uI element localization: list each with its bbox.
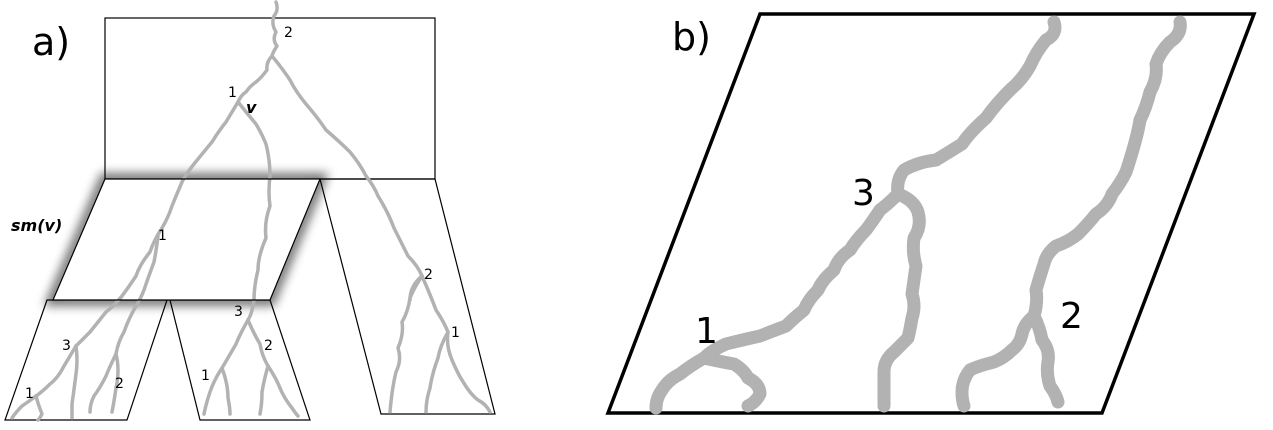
node-v-label: v	[246, 98, 257, 117]
label-b-2: 2	[1060, 296, 1083, 337]
sm-branch-1	[74, 100, 240, 348]
bm-branch-1	[202, 318, 250, 416]
label-b-1: 1	[695, 311, 718, 352]
panel-a-label: a)	[32, 20, 70, 64]
right-sub-branch-2	[420, 274, 492, 414]
b-branch-right	[1027, 15, 1187, 323]
right-sub-branch-1	[388, 274, 424, 414]
b-branch-right-sub2	[1027, 309, 1065, 409]
bl-branch-3	[88, 304, 138, 414]
panel-b-label: b)	[672, 15, 711, 59]
bm-branch-2	[246, 318, 300, 418]
label-sm-1: 1	[158, 228, 167, 244]
b-branch-hook	[697, 351, 767, 413]
right-sub-branch-3	[424, 330, 450, 414]
tree-branch-to-v	[236, 54, 274, 104]
b-branch-main	[649, 15, 1062, 415]
label-b-3: 3	[852, 173, 875, 214]
bl-branch-4	[70, 344, 79, 420]
label-mid-3: 3	[234, 304, 243, 320]
label-mid-2: 2	[264, 338, 273, 354]
panel-a-tree	[10, 0, 492, 422]
right-sub-branch-4	[408, 274, 424, 302]
submodule-fill	[53, 179, 320, 300]
submodule-label: sm(v)	[11, 216, 62, 235]
b-branch-middle	[877, 187, 926, 413]
label-right-2: 2	[424, 267, 433, 283]
label-top-1: 1	[228, 85, 237, 101]
label-right-1: 1	[451, 325, 460, 341]
zoomed-submodule-box	[605, 12, 1257, 415]
bm-branch-4	[220, 366, 232, 416]
tree-trunk	[270, 0, 279, 58]
bl-branch-2	[34, 394, 44, 422]
sm-branch-2	[236, 100, 272, 322]
label-top-2: 2	[284, 25, 293, 41]
panel-a: a)	[4, 0, 496, 422]
panel-b: b) 3 1 2	[605, 12, 1257, 415]
submodule-box	[52, 178, 321, 301]
right-module-box	[319, 178, 496, 415]
tree-branch-right	[270, 54, 424, 278]
label-mid-1: 1	[201, 368, 210, 384]
bm-branch-3	[258, 364, 270, 416]
bl-branch-1	[10, 344, 78, 420]
bl-branch-5	[110, 352, 120, 414]
label-left-1: 1	[25, 386, 34, 402]
panel-b-tree	[649, 15, 1187, 415]
sm-branch-3	[134, 234, 160, 308]
label-left-3: 3	[62, 338, 71, 354]
label-left-2: 2	[115, 376, 124, 392]
b-branch-right-sub1	[955, 309, 1041, 413]
